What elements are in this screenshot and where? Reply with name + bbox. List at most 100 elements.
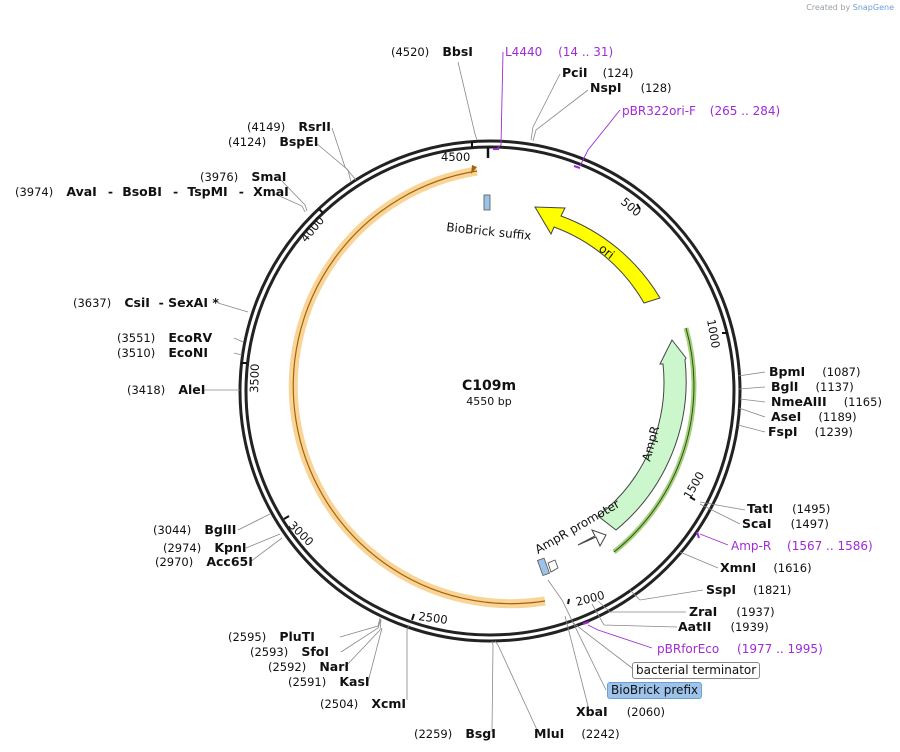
primer-pbrforeco-name: pBRforEco (657, 642, 719, 656)
enzyme-nari-pos: (2592) (268, 660, 306, 674)
enzyme-bspei[interactable]: (4124) BspEI (228, 131, 318, 150)
enzyme-aatii[interactable]: AatII (1939) (678, 616, 769, 635)
enzyme-econi-pos: (3510) (117, 346, 155, 360)
enzyme-zrai[interactable]: ZraI (1937) (689, 601, 775, 620)
enzyme-bpmi-name: BpmI (769, 364, 805, 379)
enzyme-xcmi-name: XcmI (371, 696, 406, 711)
ampr-feature[interactable] (597, 339, 687, 531)
enzyme-scai-pos: (1497) (791, 517, 829, 531)
enzyme-fspi-name: FspI (768, 424, 798, 439)
enzyme-zrai-name: ZraI (689, 604, 717, 619)
enzyme-bglii-name: BglII (204, 522, 236, 537)
enzyme-scai[interactable]: ScaI (1497) (742, 513, 829, 532)
leader-csii (217, 302, 249, 313)
leader-sfoi (340, 618, 382, 653)
enzyme-econi[interactable]: (3510) EcoNI (117, 342, 208, 361)
leader-bspei (315, 142, 352, 183)
primer-l4440[interactable]: L4440 (14 .. 31) (505, 45, 613, 59)
enzyme-xbai-pos: (2060) (627, 705, 665, 719)
bacterial-terminator-label[interactable]: bacterial terminator (632, 662, 761, 679)
orange-feature-arrowhead (471, 165, 477, 174)
enzyme-xcmi[interactable]: (2504) XcmI (320, 693, 406, 712)
enzyme-bbsi[interactable]: (4520) BbsI (391, 41, 473, 60)
enzyme-xmni[interactable]: XmnI (1616) (720, 557, 812, 576)
primer-pbr322ori-f[interactable]: pBR322ori-F (265 .. 284) (622, 104, 780, 118)
leader-nspi (532, 89, 589, 142)
credit-prefix: Created by (806, 3, 851, 12)
enzyme-xmni-name: XmnI (720, 560, 756, 575)
primer-pbrforeco[interactable]: pBRforEco (1977 .. 1995) (657, 642, 823, 656)
leader-econi (233, 352, 243, 356)
leader-xcmi (406, 624, 410, 700)
leader-ecorv (233, 337, 244, 343)
enzyme-bpmi-pos: (1087) (822, 365, 860, 379)
enzyme-asei[interactable]: AseI (1189) (771, 406, 857, 425)
bacterial-terminator-feature[interactable] (547, 559, 559, 573)
ori-feature[interactable] (534, 206, 661, 304)
leader-xmni (679, 551, 719, 569)
backbone-inner (244, 145, 736, 637)
enzyme-fspi[interactable]: FspI (1239) (768, 421, 853, 440)
leader-bsgi (491, 640, 494, 733)
enzyme-sfoi[interactable]: (2593) SfoI (250, 641, 329, 660)
enzyme-ecorv[interactable]: (3551) EcoRV (117, 327, 213, 346)
enzyme-nspi-pos: (128) (641, 81, 672, 95)
enzyme-xbai[interactable]: XbaI (2060) (576, 701, 665, 720)
enzyme-smai-pos: (3976) (200, 170, 238, 184)
enzyme-tati-name: TatI (747, 501, 773, 516)
enzyme-nmeaiii[interactable]: NmeAIII (1165) (771, 391, 882, 410)
enzyme-alei[interactable]: (3418) AleI (127, 379, 205, 398)
enzyme-mlui[interactable]: MluI (2242) (534, 723, 620, 742)
leader-terminator (571, 621, 633, 669)
tick-mark-500 (636, 203, 641, 210)
ampr-outline-line (613, 327, 695, 553)
enzyme-nari[interactable]: (2592) NarI (268, 656, 349, 675)
enzyme-tati[interactable]: TatI (1495) (747, 498, 830, 517)
leader-scai (699, 503, 741, 525)
leader-bgli (738, 386, 766, 390)
tick-mark-2000 (567, 598, 570, 605)
primer-pbr322ori-f-range: (265 .. 284) (710, 104, 780, 118)
enzyme-xbai-name: XbaI (576, 704, 608, 719)
leader-sspi (629, 589, 704, 601)
enzyme-alei-name: AleI (178, 382, 205, 397)
leader-aatii (591, 603, 678, 628)
leader-smai (280, 179, 308, 212)
leader-bpmi (737, 371, 766, 377)
enzyme-csii-sexai[interactable]: (3637) CsiI - SexAI * (73, 292, 219, 311)
leader-mlui (494, 640, 539, 733)
enzyme-bgli-name: BglI (771, 379, 798, 394)
enzyme-pluti-pos: (2595) (228, 630, 266, 644)
primer-pbrforeco-range: (1977 .. 1995) (737, 642, 823, 656)
enzyme-kpni[interactable]: (2974) KpnI (163, 537, 247, 556)
biobrick-suffix-feature[interactable] (483, 194, 491, 211)
enzyme-smai[interactable]: (3976) SmaI (200, 166, 286, 185)
enzyme-nspi[interactable]: NspI (128) (590, 77, 672, 96)
leader-fspi (737, 424, 766, 433)
enzyme-bgli[interactable]: BglI (1137) (771, 376, 854, 395)
leader-bbsi (457, 61, 478, 141)
enzyme-bpmi[interactable]: BpmI (1087) (769, 361, 861, 380)
enzyme-pluti[interactable]: (2595) PluTI (228, 626, 315, 645)
enzyme-pcii[interactable]: PciI (124) (562, 62, 634, 81)
primer-amp-r[interactable]: Amp-R (1567 .. 1586) (731, 539, 873, 553)
enzyme-sspi[interactable]: SspI (1821) (706, 579, 791, 598)
enzyme-rsrii[interactable]: (4149) RsrII (247, 116, 331, 135)
enzyme-sfoi-pos: (2593) (250, 645, 288, 659)
biobrick-prefix-label[interactable]: BioBrick prefix (607, 682, 703, 699)
enzyme-avai-group[interactable]: (3974) AvaI - BsoBI - TspMI - XmaI (15, 181, 289, 200)
enzyme-bspei-name: BspEI (279, 134, 318, 149)
ampr-promoter-feature[interactable] (577, 529, 607, 548)
biobrick-suffix-label: BioBrick suffix (446, 220, 532, 243)
enzyme-ecorv-name: EcoRV (168, 330, 212, 345)
enzyme-tspmi-name: TspMI (187, 184, 227, 199)
enzyme-bsgi[interactable]: (2259) BsgI (414, 723, 496, 742)
biobrick-prefix-feature[interactable] (536, 557, 551, 577)
enzyme-avai-group-pos: (3974) (15, 185, 53, 199)
enzyme-bglii[interactable]: (3044) BglII (153, 519, 236, 538)
leader-bglii (237, 513, 271, 531)
primer-l4440-range: (14 .. 31) (558, 45, 613, 59)
enzyme-bspei-pos: (4124) (228, 135, 266, 149)
enzyme-kasi[interactable]: (2591) KasI (288, 671, 370, 690)
enzyme-acc65i[interactable]: (2970) Acc65I (155, 551, 253, 570)
